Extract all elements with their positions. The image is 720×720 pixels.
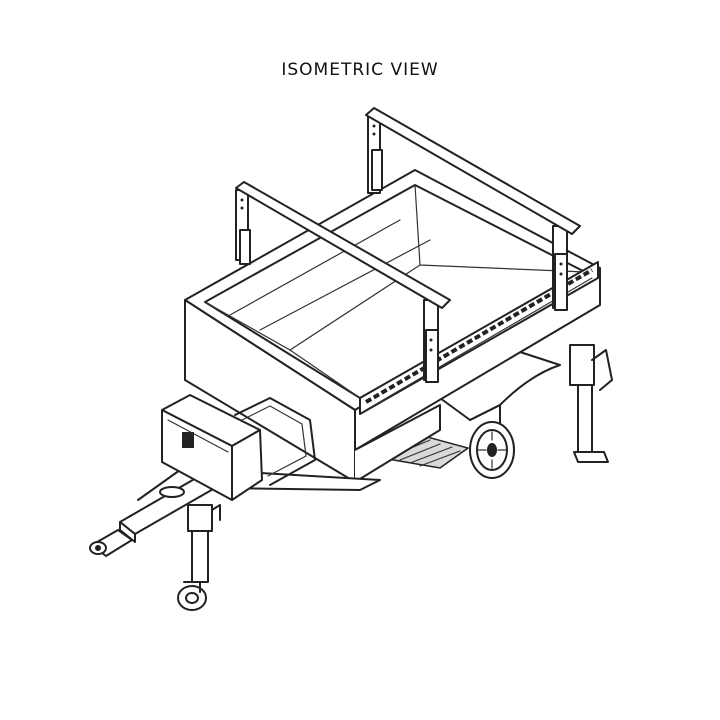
hitch-coupling xyxy=(89,529,133,557)
wheel xyxy=(469,421,515,479)
tool-box xyxy=(161,394,263,501)
jockey-wheel xyxy=(177,504,221,611)
drawing-title: ISOMETRIC VIEW xyxy=(281,60,439,80)
roof-rack xyxy=(235,107,581,383)
rear-stabilizer-jack xyxy=(569,344,613,463)
tub-handle-frame xyxy=(234,397,316,486)
